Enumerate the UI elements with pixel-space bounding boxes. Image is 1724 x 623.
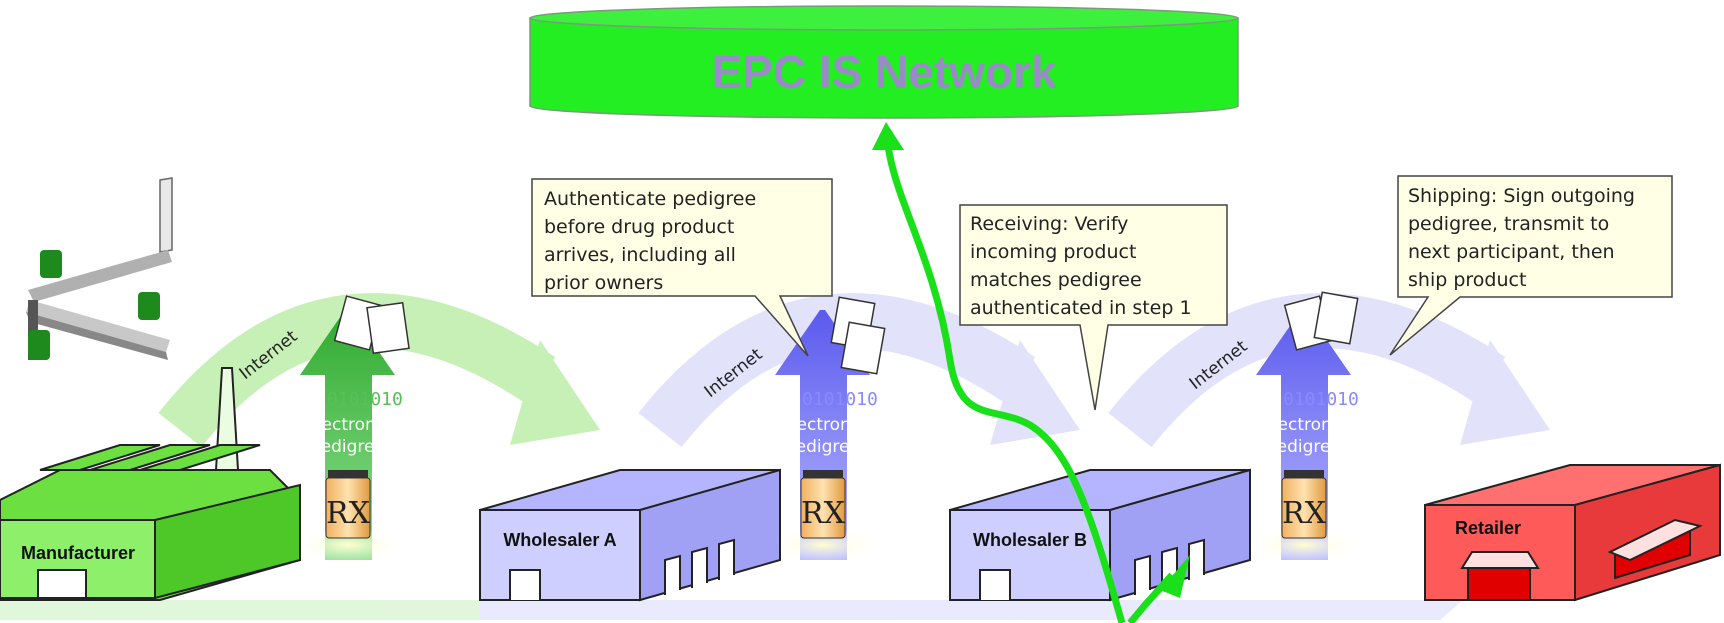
callout-line: next participant, then bbox=[1408, 241, 1615, 263]
callout-receiving: Receiving: Verify incoming product match… bbox=[959, 204, 1228, 411]
callout-line: authenticated in step 1 bbox=[970, 297, 1192, 319]
upload-arrow bbox=[300, 310, 395, 560]
building-label: Retailer bbox=[1455, 518, 1521, 538]
binary-stream: 0101010 bbox=[327, 389, 403, 410]
arrow-label-line1: Electronic bbox=[781, 415, 865, 435]
arrow-label-line2: Pedigree bbox=[1267, 437, 1341, 457]
wholesaler-a-building: Wholesaler A bbox=[479, 468, 781, 602]
epc-network-cylinder: EPC IS Network bbox=[529, 5, 1239, 119]
arrow-label-line2: Pedigree bbox=[311, 437, 385, 457]
building-label: Manufacturer bbox=[21, 543, 135, 563]
callout-line: Shipping: Sign outgoing bbox=[1408, 185, 1635, 207]
rx-bottle-icon: RX bbox=[325, 470, 371, 539]
wholesaler-b-building: Wholesaler B bbox=[949, 468, 1251, 602]
rx-label: RX bbox=[801, 496, 846, 531]
manufacturer-building: Manufacturer bbox=[0, 367, 301, 601]
arrow-label-line2: Pedigree bbox=[786, 437, 860, 457]
callout-line: Authenticate pedigree bbox=[544, 188, 756, 210]
rx-bottle-icon: RX bbox=[1281, 470, 1327, 539]
callout-line: before drug product bbox=[544, 216, 734, 238]
document-icon bbox=[830, 296, 886, 375]
upload-arrow bbox=[775, 310, 870, 560]
binary-stream: 0101010 bbox=[1283, 389, 1359, 410]
document-icon bbox=[1283, 291, 1359, 351]
building-label: Wholesaler B bbox=[973, 530, 1087, 550]
arrow-label-line1: Electronic bbox=[1262, 415, 1346, 435]
callout-line: prior owners bbox=[544, 272, 663, 294]
retailer-building: Retailer bbox=[1424, 463, 1721, 602]
rx-bottle-icon: RX bbox=[800, 470, 846, 539]
network-connector-arrows bbox=[872, 122, 1190, 623]
callout-line: matches pedigree bbox=[970, 269, 1142, 291]
staircase-icon bbox=[26, 177, 173, 360]
arrow-head-icon bbox=[872, 122, 904, 150]
document-icon bbox=[333, 295, 410, 355]
callout-line: Receiving: Verify bbox=[970, 213, 1128, 235]
transfer-3: Internet 0101010 Electronic Pedigree RX bbox=[1186, 291, 1364, 563]
rx-label: RX bbox=[1282, 496, 1327, 531]
building-label: Wholesaler A bbox=[503, 530, 616, 550]
callout-shipping: Shipping: Sign outgoing pedigree, transm… bbox=[1389, 175, 1673, 356]
network-title: EPC IS Network bbox=[711, 46, 1057, 98]
binary-stream: 0101010 bbox=[802, 389, 878, 410]
callout-line: pedigree, transmit to bbox=[1408, 213, 1609, 235]
callout-authenticate: Authenticate pedigree before drug produc… bbox=[531, 178, 833, 357]
flow-ribbon bbox=[0, 585, 1480, 620]
callout-line: arrives, including all bbox=[544, 244, 736, 266]
upload-arrow bbox=[1256, 310, 1351, 560]
arrow-label-line1: Electronic bbox=[306, 415, 390, 435]
callout-line: ship product bbox=[1408, 269, 1526, 291]
rx-label: RX bbox=[326, 496, 371, 531]
callout-line: incoming product bbox=[970, 241, 1136, 263]
